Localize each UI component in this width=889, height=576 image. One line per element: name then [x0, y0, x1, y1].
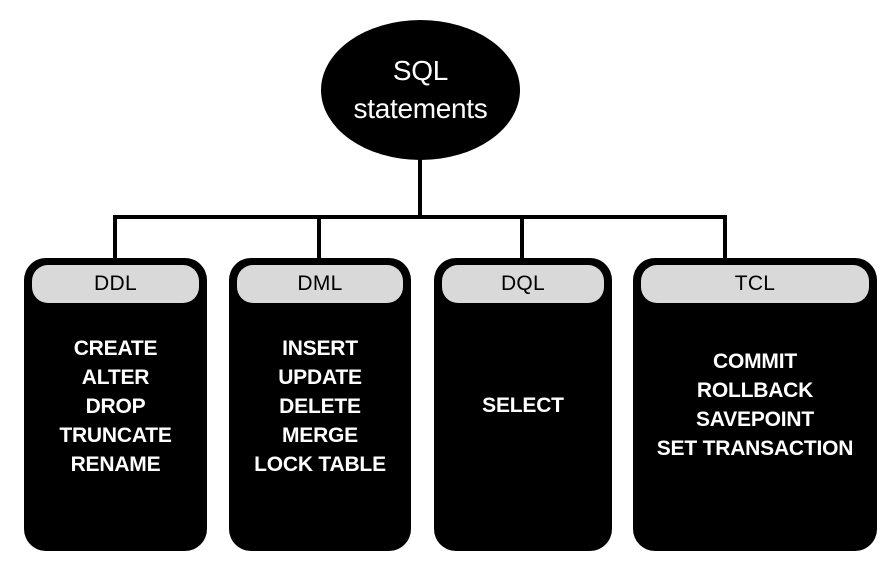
command-item: ROLLBACK — [696, 379, 814, 402]
command-list-dql: SELECT — [434, 391, 612, 420]
command-item: ALTER — [81, 366, 150, 389]
command-list-ddl: CREATE ALTER DROP TRUNCATE RENAME — [24, 334, 207, 479]
category-box-tcl: TCL COMMIT ROLLBACK SAVEPOINT SET TRANSA… — [633, 258, 877, 551]
command-item: SET TRANSACTION — [656, 437, 854, 460]
category-box-ddl: DDL CREATE ALTER DROP TRUNCATE RENAME — [24, 258, 207, 551]
category-header-ddl: DDL — [32, 265, 199, 303]
command-item: DROP — [85, 395, 146, 418]
command-item: COMMIT — [713, 350, 797, 373]
command-item: RENAME — [70, 453, 161, 476]
root-node-sql-statements: SQL statements — [321, 20, 520, 160]
command-item: SELECT — [482, 394, 564, 417]
command-item: CREATE — [73, 337, 158, 360]
category-box-dql: DQL SELECT — [434, 258, 612, 551]
command-item: SAVEPOINT — [696, 408, 814, 431]
category-header-tcl: TCL — [641, 265, 869, 303]
command-item: DELETE — [279, 395, 361, 418]
category-header-dql: DQL — [442, 265, 604, 303]
command-item: TRUNCATE — [59, 424, 172, 447]
command-item: LOCK TABLE — [254, 453, 386, 476]
command-item: UPDATE — [278, 366, 362, 389]
command-item: MERGE — [281, 424, 358, 447]
category-box-dml: DML INSERT UPDATE DELETE MERGE LOCK TABL… — [229, 258, 411, 551]
category-header-dml: DML — [237, 265, 403, 303]
root-node-label: SQL statements — [353, 55, 488, 124]
command-list-tcl: COMMIT ROLLBACK SAVEPOINT SET TRANSACTIO… — [633, 347, 877, 463]
command-list-dml: INSERT UPDATE DELETE MERGE LOCK TABLE — [229, 334, 411, 479]
command-item: INSERT — [282, 337, 358, 360]
